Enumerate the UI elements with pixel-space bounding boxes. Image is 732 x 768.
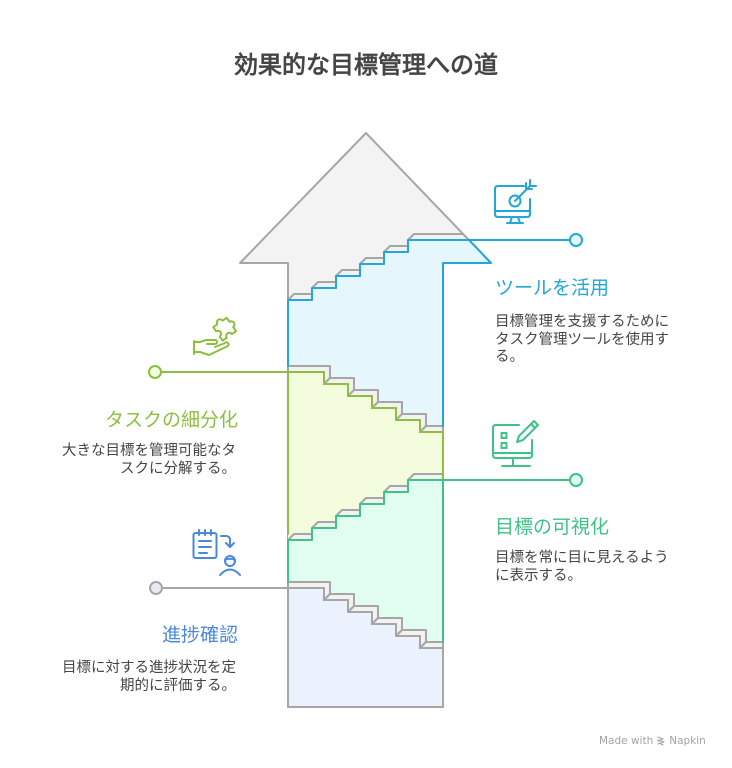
step-title-tools: ツールを活用 <box>495 277 610 299</box>
description-line: スクに分解する。 <box>120 460 236 477</box>
stair-outline-breakdown <box>160 371 444 481</box>
monitor-pencil-icon <box>492 420 539 467</box>
description-line: 目標管理を支援するために <box>495 314 669 330</box>
monitor-target-icon <box>494 179 537 224</box>
step-title-visualize: 目標の可視化 <box>495 516 610 538</box>
step-region-visualize <box>288 480 443 648</box>
region-edge-tools <box>442 239 492 427</box>
napkin-logo-icon <box>657 736 665 746</box>
napkin-brand-label: Napkin <box>669 735 706 747</box>
stair-outline-visualize <box>287 479 571 583</box>
step-description-review: 目標に対する進捗状況を定 期的に評価する。 <box>62 660 236 695</box>
step-region-review <box>288 588 443 707</box>
step-title-breakdown: タスクの細分化 <box>104 409 238 431</box>
connector-dot-breakdown <box>148 365 162 379</box>
step-title-review: 進捗確認 <box>161 624 238 646</box>
step-description-visualize: 目標を常に目に見えるよう に表示する。 <box>495 550 669 585</box>
step-description-breakdown: 大きな目標を管理可能なタ スクに分解する。 <box>62 443 236 478</box>
connector-dot-tools <box>569 233 583 247</box>
step-description-tools: 目標管理を支援するために タスク管理ツールを使用す る。 <box>495 314 669 367</box>
description-line: る。 <box>495 349 524 365</box>
description-line: 大きな目標を管理可能なタ <box>62 443 236 459</box>
made-with-label: Made with <box>599 735 654 747</box>
step-region-breakdown <box>288 372 443 540</box>
clipboard-person-icon <box>192 529 241 576</box>
puzzle-hand-icon <box>193 316 238 356</box>
description-line: 期的に評価する。 <box>120 677 236 694</box>
connector-dot-visualize <box>569 473 583 487</box>
stair-outline-tools <box>287 239 571 367</box>
description-line: 目標に対する進捗状況を定 <box>62 660 236 676</box>
description-line: に表示する。 <box>495 567 582 584</box>
page-title: 効果的な目標管理への道 <box>234 51 498 79</box>
stair-outline-review <box>161 587 444 708</box>
connector-dot-review <box>149 581 163 595</box>
made-with-napkin-credit: Made with Napkin <box>599 734 706 748</box>
description-line: タスク管理ツールを使用す <box>495 331 669 348</box>
description-line: 目標を常に目に見えるよう <box>495 550 669 566</box>
